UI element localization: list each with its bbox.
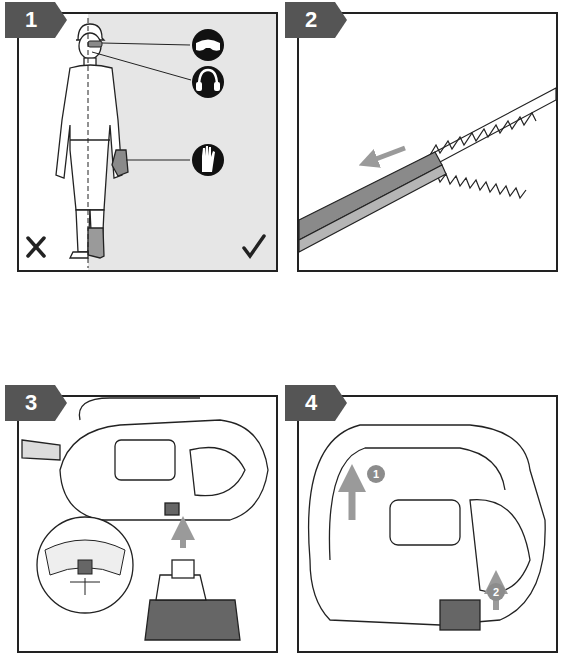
direction-arrow <box>368 148 405 162</box>
leader-line <box>92 52 191 80</box>
trimmer-handle <box>309 425 546 630</box>
step-number-tab: 1 <box>5 2 67 38</box>
leader-line <box>102 43 190 45</box>
check-mark <box>244 236 264 256</box>
hedge-blade <box>420 88 556 198</box>
step-number-tab: 2 <box>285 2 347 38</box>
panel-frame <box>18 13 277 271</box>
lift-arrow <box>493 582 499 610</box>
callout-circle: 2 <box>487 583 505 601</box>
divider-line <box>88 18 89 268</box>
safety-glasses <box>88 41 102 47</box>
callout-number: 1 <box>373 469 379 480</box>
panel-frame <box>298 13 557 271</box>
inset-detail <box>37 517 133 613</box>
goggles-icon <box>192 29 224 61</box>
insert-arrow <box>180 528 186 548</box>
gloves-icon <box>192 144 224 176</box>
callout-circle: 1 <box>367 465 385 483</box>
panel-frame <box>298 396 557 652</box>
panel-frame <box>18 396 277 652</box>
lift-arrow <box>349 478 356 520</box>
ear-protection-icon <box>192 66 224 98</box>
trimmer-body <box>22 398 268 520</box>
leader-line <box>126 160 190 161</box>
blade-cover <box>299 152 446 252</box>
step-number: 1 <box>25 9 37 31</box>
step-number: 4 <box>305 392 317 414</box>
step-number: 2 <box>305 9 317 31</box>
cross-mark <box>28 238 44 256</box>
step-number-tab: 3 <box>5 385 67 421</box>
step-number-tab: 4 <box>285 385 347 421</box>
callout-number: 2 <box>493 587 499 598</box>
battery-pack <box>145 560 240 640</box>
step-number: 3 <box>25 392 37 414</box>
